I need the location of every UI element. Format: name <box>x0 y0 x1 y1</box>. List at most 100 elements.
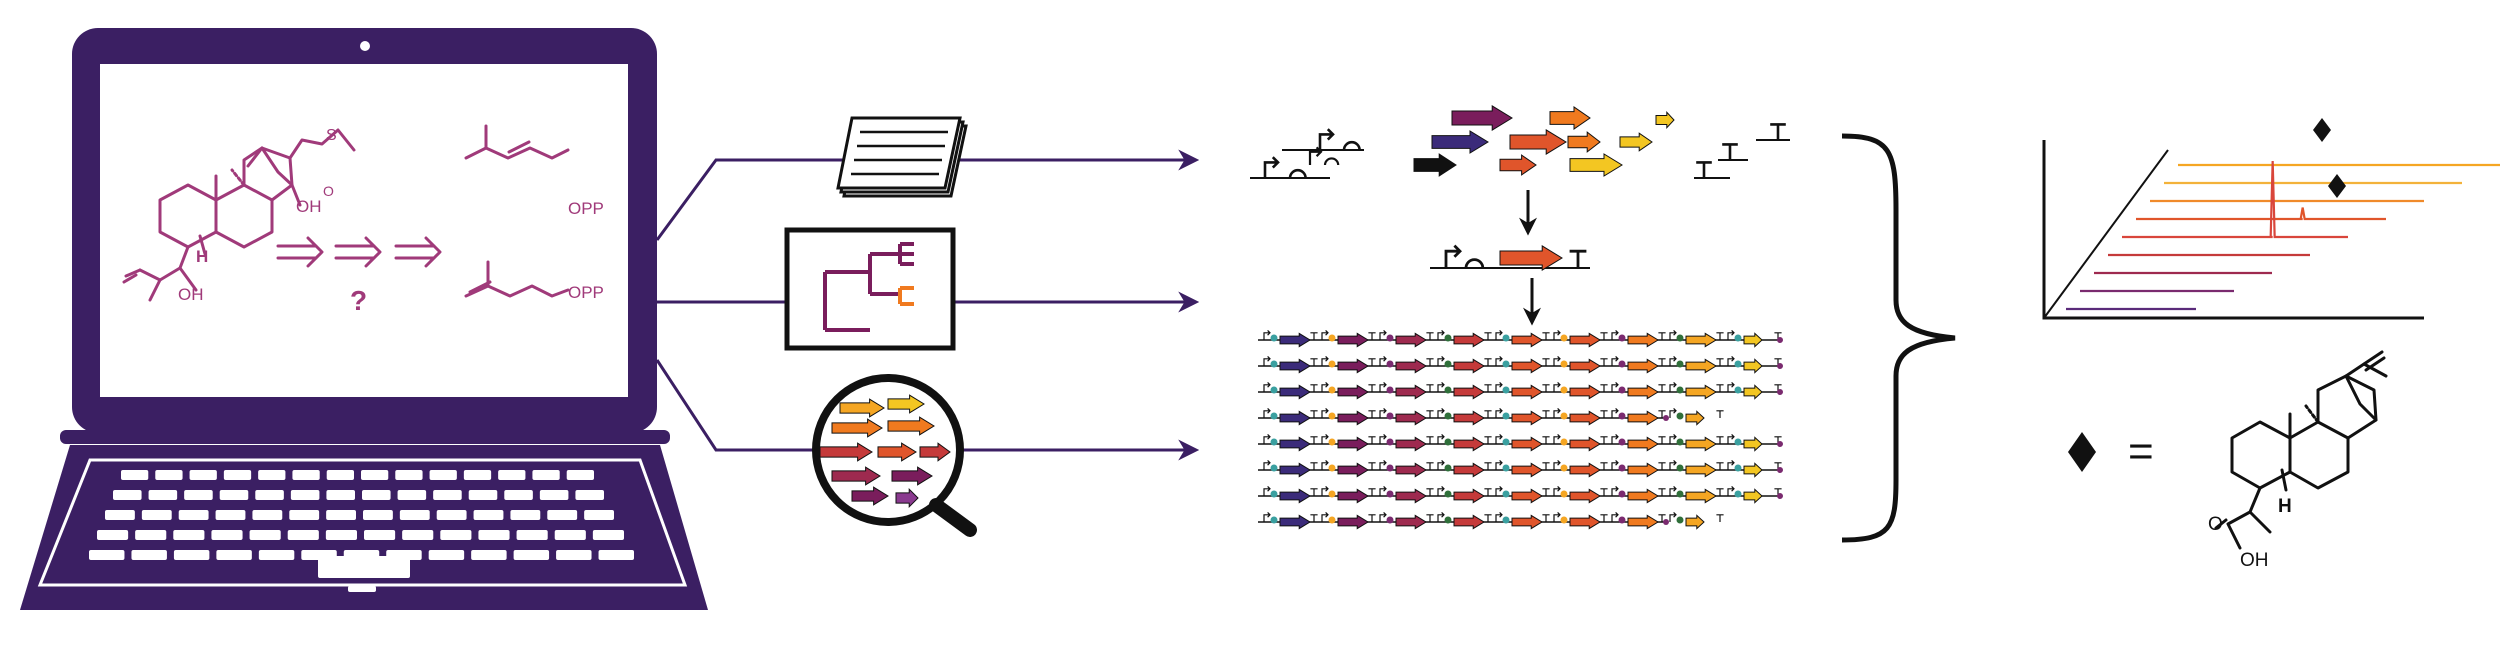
gene-arrow <box>1279 332 1311 348</box>
assembled-construct <box>1430 244 1590 271</box>
sulfur-label: S <box>326 127 337 144</box>
promoter-icon <box>1321 485 1329 496</box>
terminator-icon <box>1368 462 1376 470</box>
rbs-icon <box>1676 438 1684 446</box>
rbs-icon <box>1502 386 1510 394</box>
origin-icon <box>1777 363 1783 369</box>
keyboard-key <box>121 470 149 480</box>
opp-label-1: OPP <box>568 199 604 218</box>
keyboard-key <box>513 550 550 560</box>
gene-arrow <box>1279 488 1311 504</box>
origin-icon <box>1663 415 1669 421</box>
terminator-icon <box>1716 358 1724 366</box>
gene-arrow <box>1743 462 1763 478</box>
gene-arrow <box>1337 384 1369 400</box>
rbs-icon <box>1444 412 1452 420</box>
terminator-icon <box>1426 332 1434 340</box>
terminator-icon <box>1600 488 1608 496</box>
promoter-icon <box>1321 511 1329 522</box>
rbs-icon <box>1734 438 1742 446</box>
molecule-labels: OH OH H S O OPP OPP ? <box>178 127 604 316</box>
terminator-icon <box>1426 514 1434 522</box>
keyboard-key <box>173 530 205 540</box>
terminator-icon <box>1368 358 1376 366</box>
keyboard-key <box>141 510 172 520</box>
gene-arrow <box>1627 384 1659 400</box>
keyboard-key <box>97 530 129 540</box>
gene-arrow <box>887 394 925 414</box>
keyboard-key <box>468 490 498 500</box>
keyboard-key <box>178 510 209 520</box>
keyboard-key <box>592 530 624 540</box>
gene-arrow <box>1453 332 1485 348</box>
promoter-icon <box>1553 355 1561 366</box>
legend-diamond-icon <box>2068 432 2096 472</box>
rbs-icon <box>1270 386 1278 394</box>
promoter-icon <box>1669 355 1677 366</box>
rbs-icon <box>1328 386 1336 394</box>
terminator-icon <box>1368 384 1376 392</box>
terminator-icon <box>1716 514 1724 522</box>
documents-icon <box>836 116 968 198</box>
gene-arrow <box>1395 488 1427 504</box>
keyboard-key <box>364 530 396 540</box>
promoter-icon <box>1379 433 1387 444</box>
promoter-icon <box>1321 355 1329 366</box>
promoter-icon <box>1321 407 1329 418</box>
rbs-icon <box>1328 438 1336 446</box>
rbs-icon <box>1270 360 1278 368</box>
promoter-icon <box>1611 485 1619 496</box>
gene-arrow <box>1395 410 1427 426</box>
terminator-icon <box>1484 384 1492 392</box>
gene-arrow <box>1549 106 1591 130</box>
promoter-icon <box>1669 329 1677 340</box>
promoter-icon <box>1727 459 1735 470</box>
terminator-icon <box>1310 462 1318 470</box>
gene-arrow <box>1453 384 1485 400</box>
keyboard-key <box>554 530 586 540</box>
phylogenetic-tree-icon <box>784 227 956 351</box>
gene-arrow <box>1569 410 1601 426</box>
gene-arrow <box>891 466 933 486</box>
origin-icon <box>1777 337 1783 343</box>
keyboard-key <box>436 510 467 520</box>
keyboard-key <box>113 490 142 500</box>
rbs-icon <box>1618 464 1626 472</box>
keyboard-key <box>216 550 252 560</box>
promoter-icon <box>1495 433 1503 444</box>
terminator-icon <box>1696 161 1712 178</box>
gene-arrow <box>1279 384 1311 400</box>
terminator-icon <box>1310 488 1318 496</box>
rbs-icon <box>1444 386 1452 394</box>
keyboard-key <box>471 550 507 560</box>
terminator-icon <box>1542 488 1550 496</box>
gene-arrow <box>1511 488 1543 504</box>
keyboard-key <box>478 530 510 540</box>
keyboard-key <box>131 550 167 560</box>
rbs-icon <box>1676 386 1684 394</box>
promoter-icon <box>1727 355 1735 366</box>
keyboard-key <box>532 470 560 480</box>
arrow-literature <box>655 149 1200 241</box>
gene-arrow <box>1511 384 1543 400</box>
terminator-icon <box>1600 410 1608 418</box>
terminator-icon <box>1600 358 1608 366</box>
rbs-icon <box>1734 334 1742 342</box>
promoter-icon <box>1263 485 1271 496</box>
keyboard-key <box>255 490 284 500</box>
rbs-icon <box>1270 490 1278 498</box>
terminator-icon <box>1310 358 1318 366</box>
rbs-icon <box>1734 386 1742 394</box>
keyboard-key <box>249 530 281 540</box>
terminator-icon <box>1426 384 1434 392</box>
keyboard-key <box>575 490 604 500</box>
promoter-icon <box>1308 146 1323 165</box>
terminator-icon <box>1484 332 1492 340</box>
gene-arrow <box>1685 488 1717 504</box>
gene-arrow <box>1337 462 1369 478</box>
gene-arrow <box>1569 462 1601 478</box>
promoter-icon <box>1263 355 1271 366</box>
keyboard-key <box>440 530 472 540</box>
gene-arrow <box>1569 436 1601 452</box>
rbs-icon <box>1734 490 1742 498</box>
